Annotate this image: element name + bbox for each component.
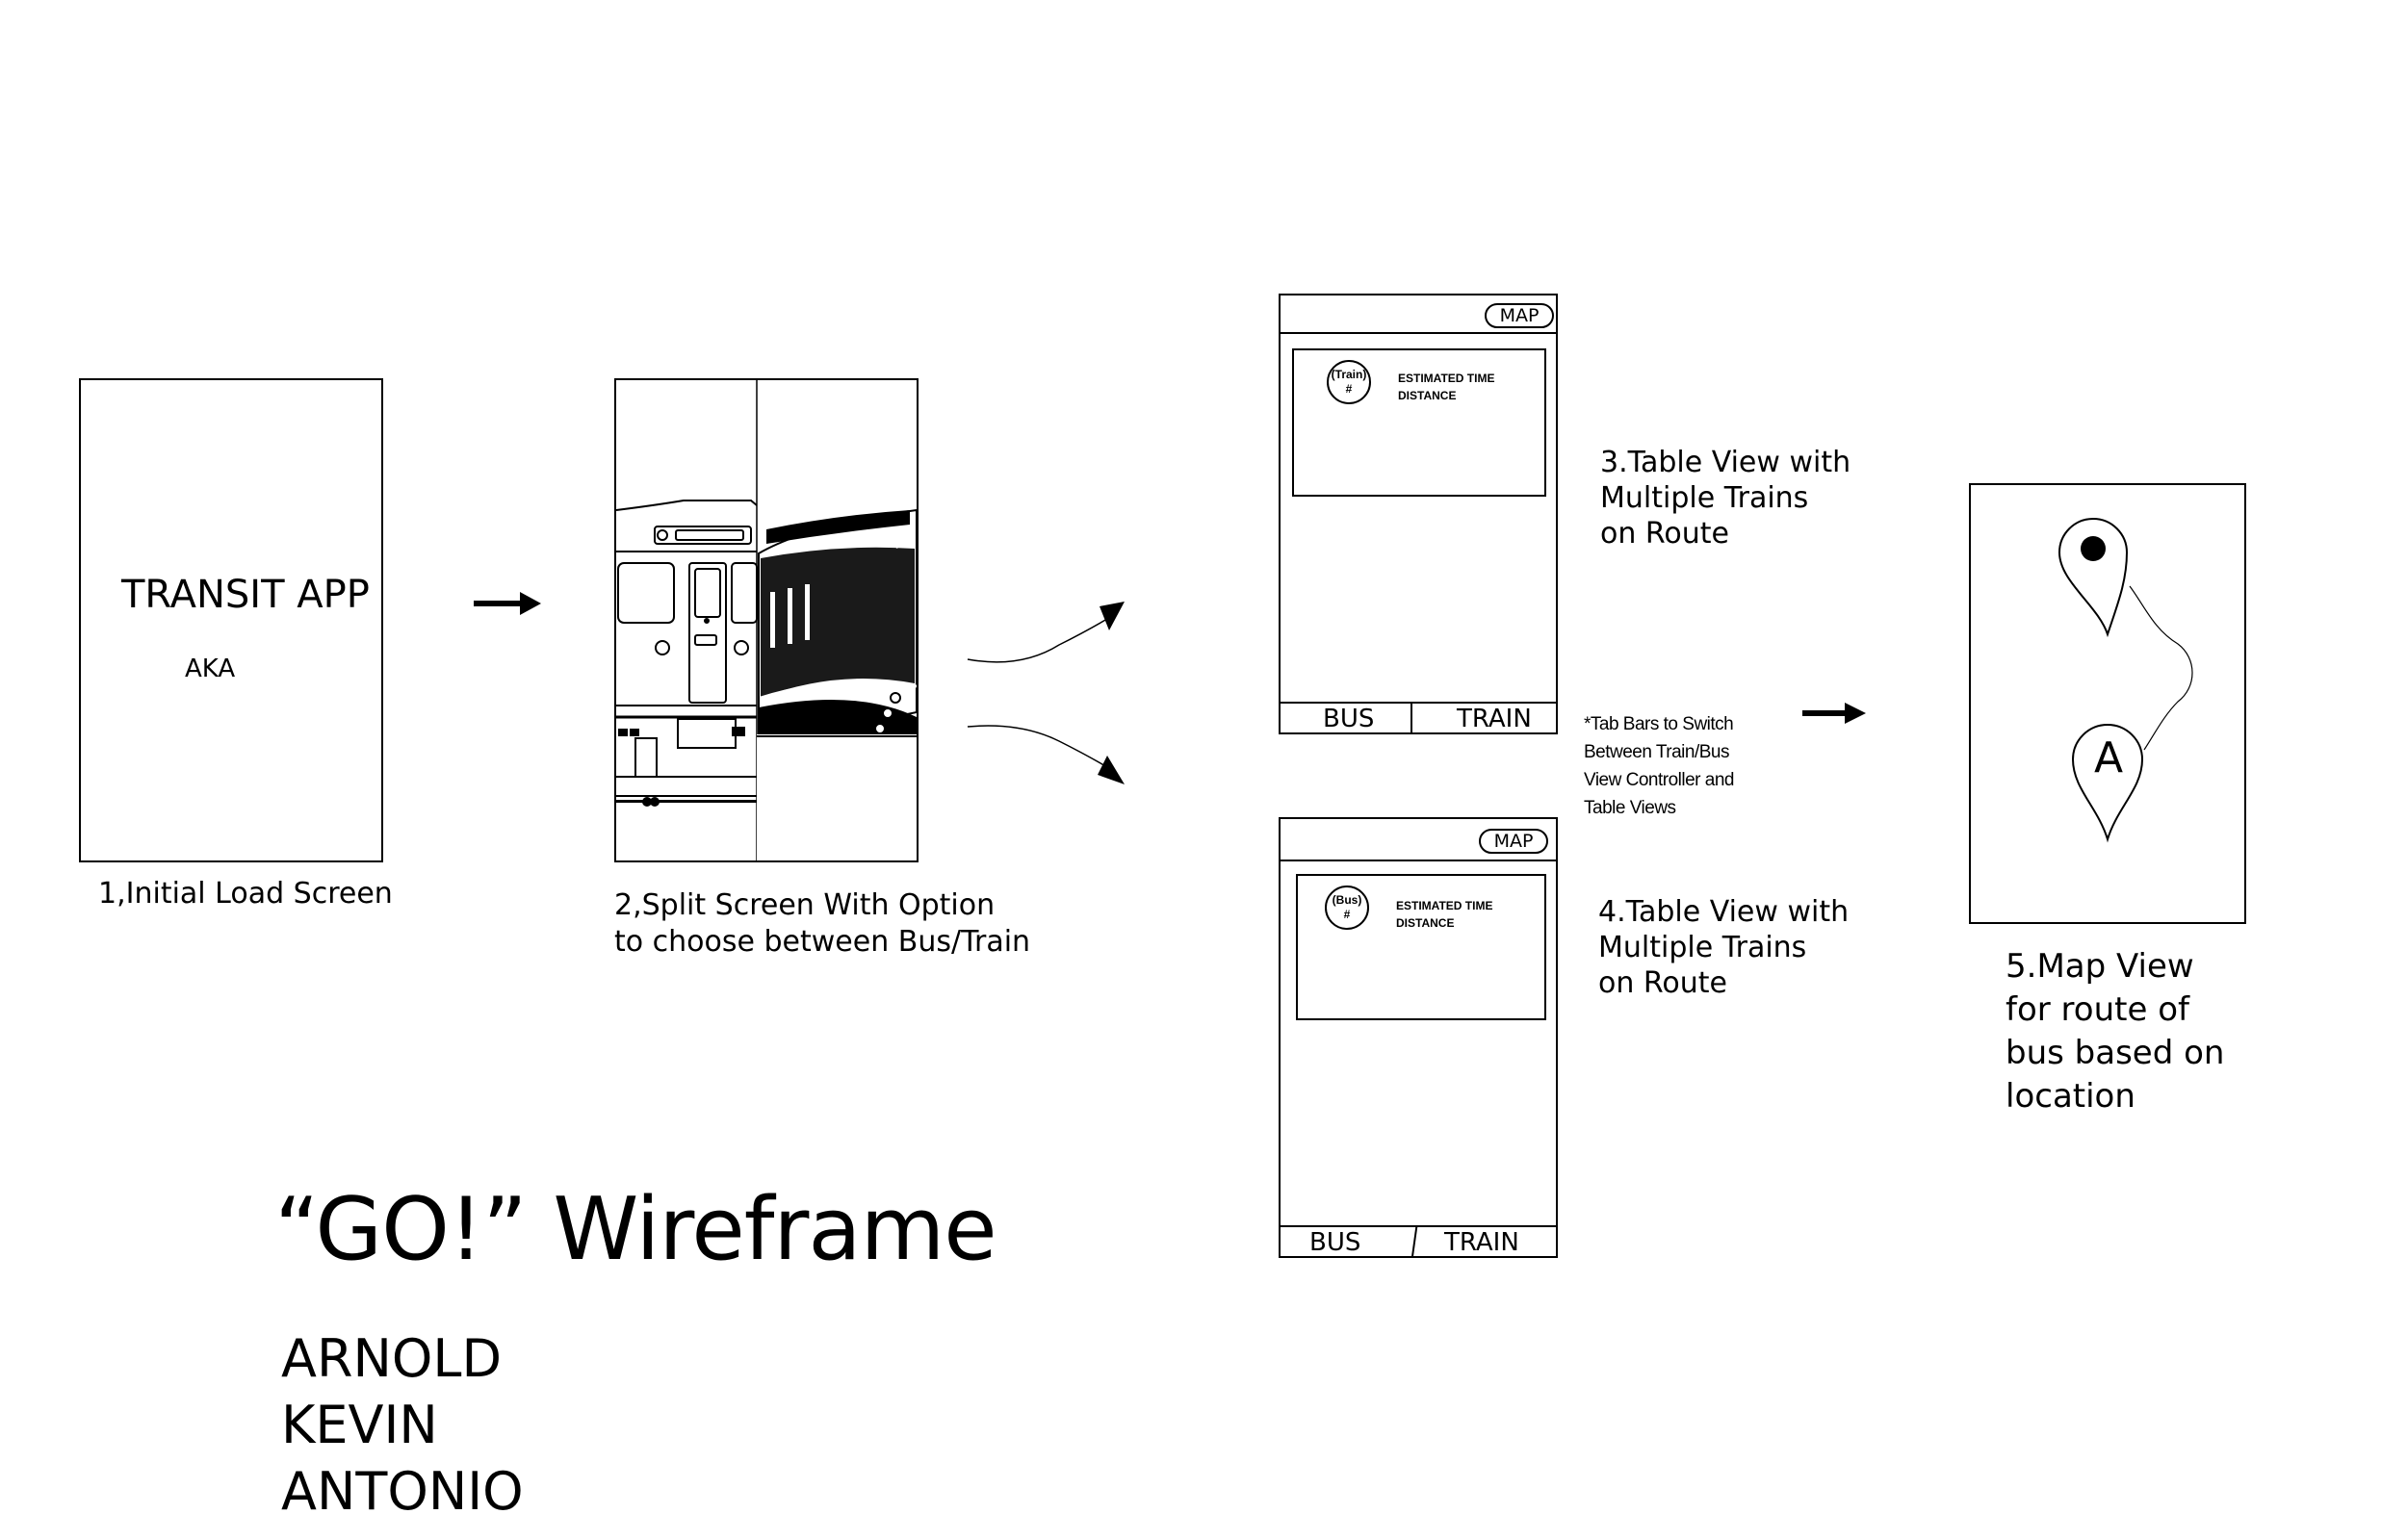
screen4-caption-1: 4.Table View with [1598, 895, 1850, 929]
team-member: ARNOLD [281, 1328, 503, 1389]
tab-bar: BUS TRAIN [1281, 1225, 1556, 1258]
location-pin-icon [2058, 518, 2129, 638]
screen5-caption-3: bus based on [2006, 1034, 2225, 1072]
destination-pin-icon [2071, 724, 2144, 843]
team-member: KEVIN [281, 1395, 438, 1455]
pin-label: A [2093, 733, 2124, 783]
screen3-caption-3: on Route [1600, 517, 1729, 551]
map-button[interactable]: MAP [1479, 829, 1548, 854]
screen3-caption-2: Multiple Trains [1600, 481, 1809, 515]
team-names: ARNOLD KEVIN ANTONIO [281, 1325, 524, 1525]
team-member: ANTONIO [281, 1461, 524, 1522]
screen4-caption-2: Multiple Trains [1598, 931, 1807, 964]
table-cell[interactable]: (Train) # ESTIMATED TIME DISTANCE [1292, 348, 1546, 497]
page-title: “GO!” Wireframe [274, 1179, 997, 1280]
distance-label: DISTANCE [1396, 916, 1455, 930]
tab-divider [1411, 704, 1412, 734]
screen3-frame: MAP (Train) # ESTIMATED TIME DISTANCE BU… [1279, 294, 1558, 734]
screen4-frame: MAP (Bus) # ESTIMATED TIME DISTANCE BUS … [1279, 817, 1558, 1258]
aka-label: AKA [185, 654, 236, 683]
tab-train[interactable]: TRAIN [1444, 1228, 1519, 1257]
screen5-caption-1: 5.Map View [2006, 947, 2194, 986]
map-route-illustration [2058, 518, 2193, 843]
screen1-frame: TRANSIT APP AKA [79, 378, 383, 862]
tab-bar-note: *Tab Bars to Switch Between Train/Bus Vi… [1584, 714, 1734, 818]
tab-bus[interactable]: BUS [1323, 705, 1375, 733]
arrow-right-icon [1802, 703, 1866, 724]
table-cell[interactable]: (Bus) # ESTIMATED TIME DISTANCE [1296, 874, 1546, 1020]
estimated-time-label: ESTIMATED TIME [1398, 372, 1495, 385]
screen5-caption-2: for route of [2006, 990, 2189, 1029]
branch-arrows-icon [967, 602, 1125, 784]
distance-label: DISTANCE [1398, 389, 1457, 402]
train-number-badge: (Train) # [1327, 360, 1371, 404]
nav-bar [1281, 295, 1556, 334]
tab-bus[interactable]: BUS [1309, 1228, 1361, 1257]
train-bus-illustration [616, 380, 917, 860]
tab-bar: BUS TRAIN [1281, 702, 1556, 734]
screen2-frame [614, 378, 919, 862]
screen5-frame: A [1969, 483, 2246, 924]
arrow-right-icon [474, 592, 541, 615]
bus-icon [757, 508, 917, 860]
train-icon [616, 500, 758, 807]
estimated-time-label: ESTIMATED TIME [1396, 899, 1493, 912]
tab-train[interactable]: TRAIN [1457, 705, 1532, 733]
nav-bar [1281, 819, 1556, 861]
screen3-caption-1: 3.Table View with [1600, 446, 1851, 479]
screen2-caption-1: 2,Split Screen With Option [614, 888, 996, 922]
screen4-caption-3: on Route [1598, 966, 1727, 1000]
screen2-caption-2: to choose between Bus/Train [614, 925, 1031, 959]
screen5-caption-4: location [2006, 1077, 2135, 1116]
app-title: TRANSIT APP [121, 573, 370, 617]
tab-divider [1411, 1227, 1418, 1258]
map-button[interactable]: MAP [1485, 303, 1554, 328]
bus-number-badge: (Bus) # [1325, 886, 1369, 930]
screen1-caption: 1,Initial Load Screen [98, 877, 393, 911]
